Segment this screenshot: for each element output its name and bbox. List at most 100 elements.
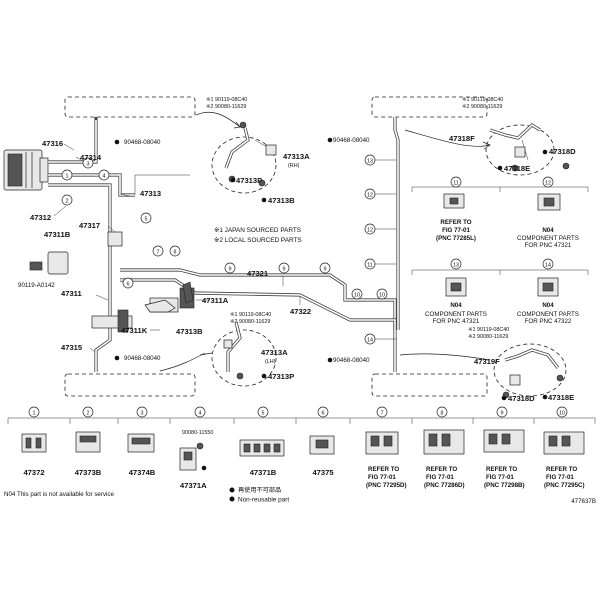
svg-text:(PNC 77286D): (PNC 77286D)	[424, 482, 465, 489]
svg-text:N04: N04	[542, 227, 554, 234]
bottom-box-7: 7 REFER TO FIG 77-01 (PNC 77295D)	[365, 406, 407, 489]
svg-text:13: 13	[453, 263, 459, 269]
label-47311k: 47311K	[121, 326, 148, 335]
label-47315: 47315	[61, 343, 83, 352]
svg-text:(PNC 77285L): (PNC 77285L)	[436, 235, 476, 242]
bottom-box-3: 3 47374B	[127, 406, 156, 477]
svg-text:12: 12	[367, 228, 373, 234]
label-47313p-rh: 47313P	[236, 176, 262, 185]
marker-11: 11	[364, 258, 376, 270]
label-47322: 47322	[290, 307, 311, 316]
label-bolt1-right-mid: ※1 90119-08C40	[468, 327, 509, 333]
svg-text:10: 10	[379, 293, 385, 299]
svg-text:4: 4	[103, 174, 106, 180]
label-47313b-rh: 47313B	[268, 196, 295, 205]
svg-text:10: 10	[559, 411, 565, 417]
svg-text:12: 12	[367, 193, 373, 199]
marker-14: 14	[364, 333, 376, 345]
legend-japan-sourced: ※1 JAPAN SOURCED PARTS	[214, 227, 301, 234]
ref-box-11: 11 REFER TO FIG 77-01 (PNC 77285L)	[436, 176, 476, 242]
svg-text:REFER TO: REFER TO	[426, 466, 457, 473]
svg-text:FOR PNC 47322: FOR PNC 47322	[525, 318, 572, 325]
figure-id: 477637B	[571, 498, 596, 505]
svg-text:47375: 47375	[312, 468, 334, 477]
rear-right-hose-group	[399, 343, 567, 399]
svg-text:3: 3	[141, 411, 144, 417]
label-47312: 47312	[30, 213, 51, 222]
svg-text:REFER TO: REFER TO	[440, 219, 471, 226]
bottom-box-8: 8 REFER TO FIG 77-01 (PNC 77286D)	[423, 406, 465, 489]
wheel-outline-rear-left	[64, 373, 196, 397]
label-90468-mid: 90468-08040	[124, 355, 161, 362]
svg-text:7: 7	[157, 250, 160, 256]
legend-nonreusable-jp: 再使用不可部品	[238, 486, 281, 494]
svg-text:(PNC 77295C): (PNC 77295C)	[544, 482, 585, 489]
svg-text:10: 10	[354, 293, 360, 299]
pipe-clip-markers: 3 1 4 2 5 7 8 6 9 9 9 10 10 13 12 12 11 …	[61, 154, 396, 345]
svg-text:8: 8	[441, 411, 444, 417]
svg-text:2: 2	[87, 411, 90, 417]
svg-text:FIG 77-01: FIG 77-01	[442, 227, 470, 234]
marker-4: 4	[98, 169, 110, 181]
svg-text:12: 12	[545, 181, 551, 187]
svg-text:REFER TO: REFER TO	[486, 466, 517, 473]
clip-47311b	[29, 251, 69, 275]
label-bolt2-right-mid: ※2 90080-11629	[468, 334, 508, 340]
svg-text:90080-11550: 90080-11550	[182, 430, 213, 436]
brake-actuator	[3, 149, 49, 191]
svg-text:9: 9	[501, 411, 504, 417]
ref-box-13: 13 N04 COMPONENT PARTS FOR PNC 47321	[425, 258, 487, 325]
label-rh: (RH)	[288, 163, 300, 169]
marker-13a: 13	[364, 154, 376, 166]
svg-text:8: 8	[174, 250, 177, 256]
label-47317: 47317	[79, 221, 100, 230]
bottom-box-6: 6 47375	[309, 406, 335, 477]
svg-text:14: 14	[367, 338, 373, 344]
label-47318d-bot: 47318D	[508, 394, 535, 403]
brake-pipe-network	[48, 117, 400, 372]
label-90119-a0142: 90119-A0142	[18, 282, 55, 289]
svg-text:9: 9	[229, 267, 232, 273]
marker-12a: 12	[364, 188, 376, 200]
svg-text:5: 5	[262, 411, 265, 417]
label-47311: 47311	[61, 289, 82, 298]
label-47313b-lh: 47313B	[176, 327, 203, 336]
label-47313p-lh: 47313P	[268, 372, 294, 381]
label-bolt1-top: ※1 90119-08C40	[206, 97, 247, 103]
label-47318e-bot: 47318E	[548, 393, 574, 402]
svg-text:47373B: 47373B	[75, 468, 102, 477]
label-47314: 47314	[80, 153, 102, 162]
svg-text:REFER TO: REFER TO	[368, 466, 399, 473]
label-90468-right-bot: 90468-08040	[333, 357, 370, 364]
marker-8: 8	[169, 245, 181, 257]
svg-text:3: 3	[87, 162, 90, 168]
svg-text:(PNC 77295D): (PNC 77295D)	[366, 482, 407, 489]
bottom-box-9: 9 REFER TO FIG 77-01 (PNC 77298B)	[483, 406, 525, 489]
svg-text:47372: 47372	[23, 468, 44, 477]
marker-7: 7	[152, 245, 164, 257]
non-reusable-legend: 再使用不可部品 Non-reusable part	[229, 486, 289, 504]
marker-5: 5	[140, 212, 152, 224]
label-47311b: 47311B	[44, 230, 71, 239]
svg-text:FIG 77-01: FIG 77-01	[426, 474, 454, 481]
svg-text:(PNC 77298B): (PNC 77298B)	[484, 482, 525, 489]
callout-leaders-left	[53, 143, 301, 353]
ref-box-12: 12 N04 COMPONENT PARTS FOR PNC 47321	[517, 176, 579, 249]
label-lh: (LH)	[265, 359, 276, 365]
label-bolt2-mid: ※2 90080-11629	[230, 319, 270, 325]
marker-6: 6	[122, 277, 134, 289]
label-47319f: 47319F	[474, 357, 500, 366]
label-90468-top: 90468-08040	[124, 139, 161, 146]
footer-note: N04 This part is not available for servi…	[4, 491, 114, 498]
svg-text:14: 14	[545, 263, 551, 269]
label-47313a-rh: 47313A	[283, 152, 310, 161]
label-bolt2-right-top: ※2 90080-11629	[462, 104, 502, 110]
svg-text:4: 4	[199, 411, 202, 417]
svg-text:11: 11	[367, 263, 373, 269]
svg-text:47374B: 47374B	[129, 468, 156, 477]
bottom-box-5: 5 47371B	[239, 406, 285, 477]
marker-2: 2	[61, 194, 73, 206]
label-90468-right-top: 90468-08040	[333, 137, 370, 144]
label-47311a: 47311A	[202, 296, 229, 305]
